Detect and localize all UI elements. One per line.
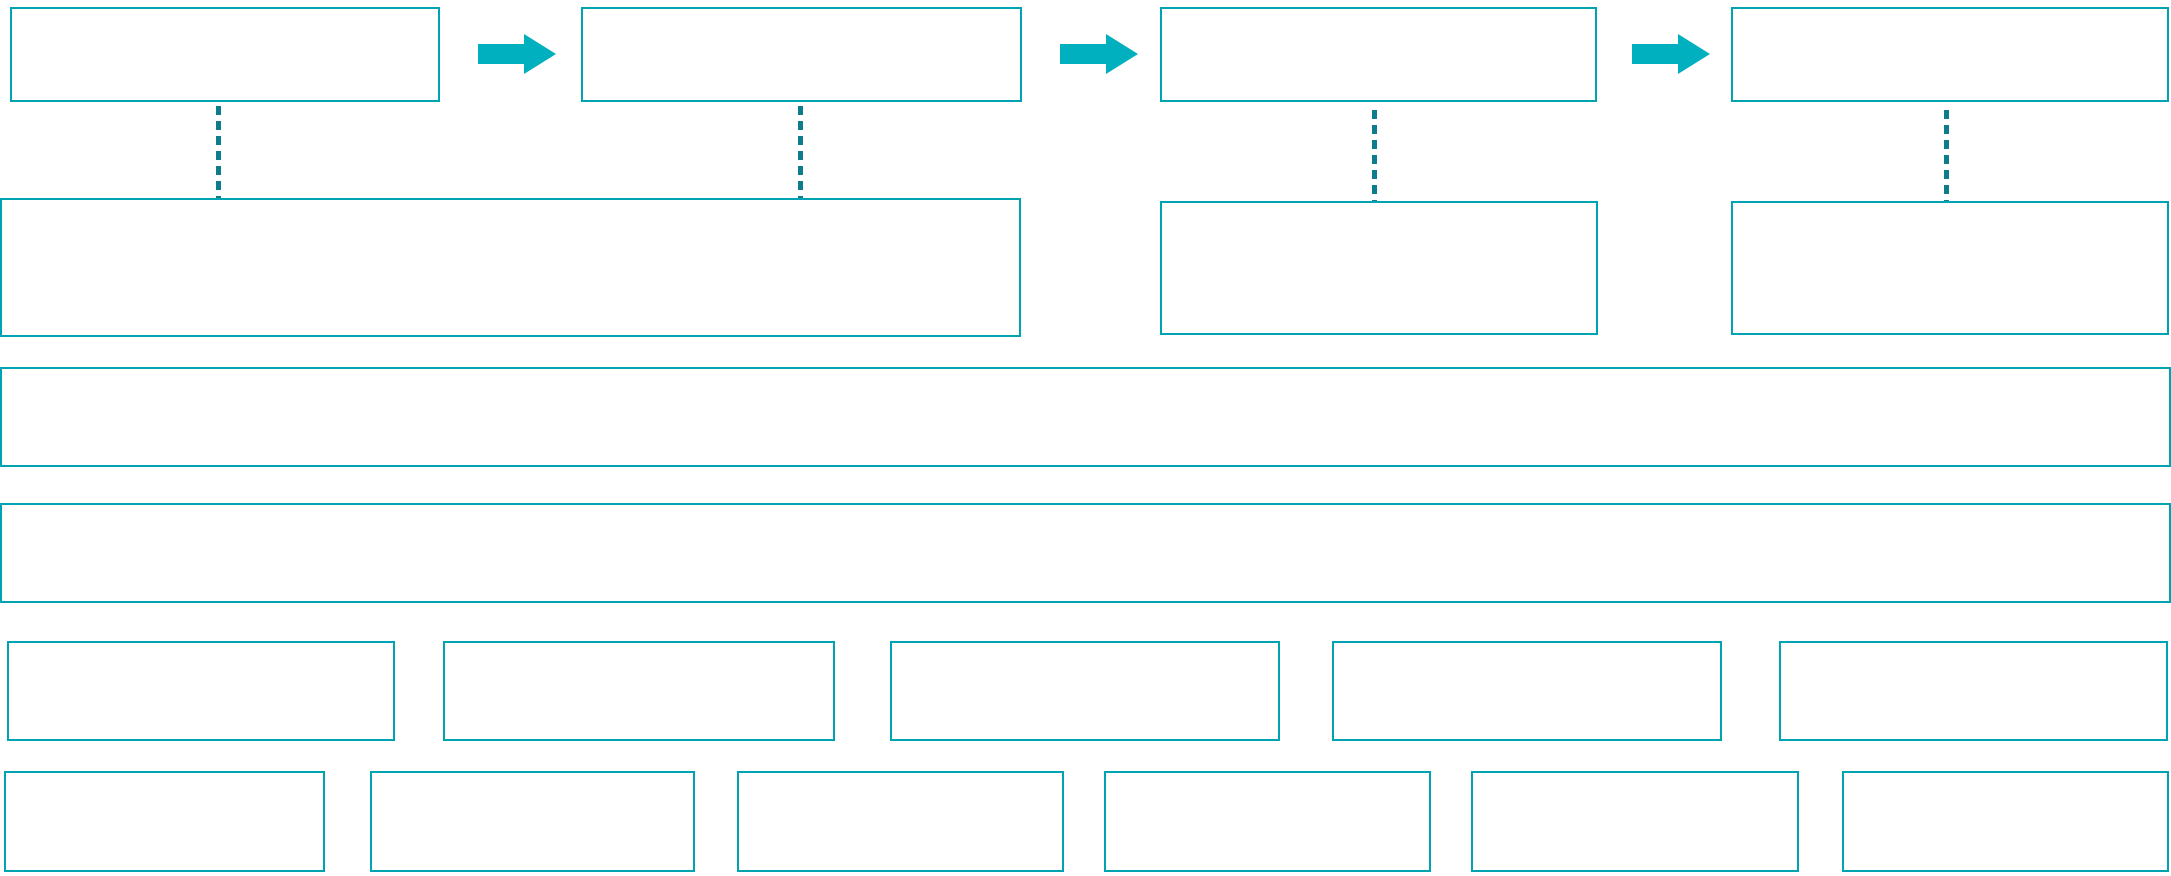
row-six-box-6 [1842,771,2169,872]
arrow-head [1106,34,1138,74]
arrow-head [1678,34,1710,74]
row-six-box-4 [1104,771,1431,872]
linked-box-2 [1160,201,1598,335]
linked-box-3 [1731,201,2169,335]
linked-box-wide [0,198,1021,337]
row-six-box-5 [1471,771,1799,872]
arrow-right-icon-2 [1060,34,1138,74]
flow-step-box-4 [1731,7,2169,102]
arrow-right-icon-1 [478,34,556,74]
dashed-connector-4 [1944,110,1949,201]
row-five-box-5 [1779,641,2168,741]
row-six-box-3 [737,771,1064,872]
row-five-box-3 [890,641,1280,741]
row-five-box-2 [443,641,835,741]
row-six-box-1 [4,771,325,872]
dashed-connector-2 [798,106,803,198]
flow-step-box-1 [10,7,440,102]
row-six-box-2 [370,771,695,872]
arrow-right-icon-3 [1632,34,1710,74]
flow-step-box-3 [1160,7,1597,102]
row-five-box-4 [1332,641,1722,741]
full-width-band-2 [0,503,2171,603]
arrow-shaft [1060,44,1108,64]
arrow-shaft [1632,44,1680,64]
dashed-connector-3 [1372,110,1377,201]
full-width-band-1 [0,367,2171,467]
flow-step-box-2 [581,7,1022,102]
arrow-shaft [478,44,526,64]
row-five-box-1 [7,641,395,741]
arrow-head [524,34,556,74]
dashed-connector-1 [216,106,221,198]
